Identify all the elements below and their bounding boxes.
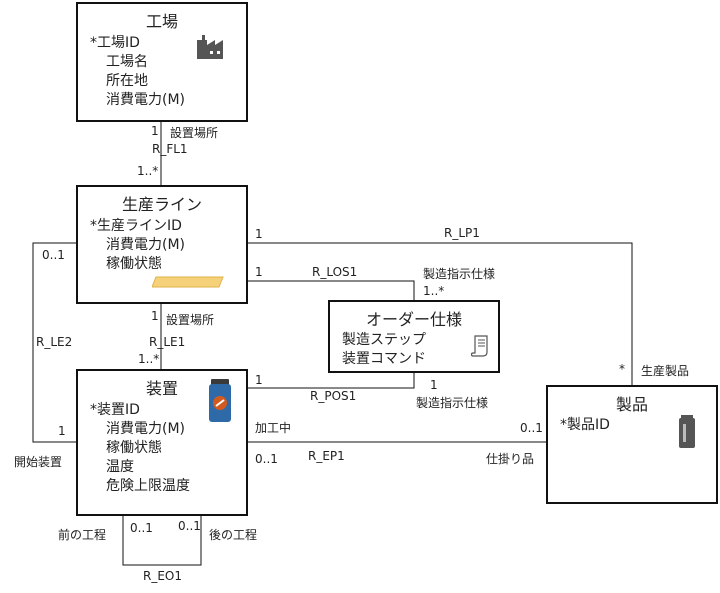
r-fl1-mult-top: 1 (151, 124, 159, 138)
equipment-class-title: 装置 (145, 379, 178, 398)
equipment-attr-power: 消費電力(M) (106, 421, 186, 437)
r-los1-name: R_LOS1 (312, 265, 358, 279)
equipment-attr-id: *装置ID (90, 402, 140, 418)
r-fl1-mult-bottom: 1..* (137, 164, 159, 178)
r-le1-name: R_LE1 (149, 335, 186, 349)
line-attr-power: 消費電力(M) (106, 237, 186, 253)
r-los1-role-order: 製造指示仕様 (423, 267, 496, 281)
product-class-title: 製品 (615, 395, 648, 414)
product-jar-icon (679, 415, 695, 448)
status-bar-icon (152, 276, 224, 288)
order-attr-step: 製造ステップ (342, 332, 426, 348)
factory-attr-name: 工場名 (106, 54, 148, 70)
r-eo1-mult-right: 0..1 (178, 519, 201, 533)
r-pos1-mult-equipment: 1 (255, 373, 263, 387)
connector-r-le2 (32, 242, 76, 443)
equipment-can-icon (209, 379, 231, 422)
r-le2-name: R_LE2 (36, 335, 73, 349)
r-lp1-mult-product: * (619, 362, 625, 376)
r-ep1-role-equipment: 加工中 (255, 421, 292, 435)
r-fl1-name: R_FL1 (152, 142, 188, 156)
line-attr-id: *生産ラインID (90, 218, 182, 234)
r-le2-mult-line: 0..1 (42, 248, 65, 262)
document-scroll-icon (470, 335, 488, 357)
r-pos1-mult-order: 1 (430, 378, 438, 392)
connector-r-lp1 (247, 242, 633, 385)
r-le1-mult-top: 1 (151, 309, 159, 323)
equipment-attr-temp: 温度 (106, 459, 134, 475)
r-lp1-name: R_LP1 (444, 226, 480, 240)
factory-class-title: 工場 (145, 12, 178, 31)
connector-r-los1 (247, 280, 415, 300)
product-attr-id: *製品ID (560, 417, 610, 433)
product-class-box[interactable]: 製品 *製品ID (546, 385, 718, 504)
line-class-box[interactable]: 生産ライン *生産ラインID 消費電力(M) 稼働状態 (76, 185, 248, 304)
order-attr-command: 装置コマンド (342, 351, 426, 367)
r-le1-role-top: 設置場所 (166, 313, 215, 327)
factory-attr-location: 所在地 (106, 73, 148, 89)
r-le2-role-equipment: 開始装置 (14, 455, 63, 469)
r-ep1-mult-equipment: 0..1 (255, 452, 278, 466)
equipment-class-box[interactable]: 装置 *装置ID 消費電力(M) 稼働状態 温度 危険上限温度 (76, 369, 248, 516)
equipment-attr-status: 稼働状態 (106, 440, 162, 456)
r-los1-mult-line: 1 (255, 265, 263, 279)
r-le2-mult-equipment: 1 (58, 424, 66, 438)
connector-r-eo1 (122, 515, 202, 566)
order-class-title: オーダー仕様 (365, 310, 462, 329)
r-lp1-role-product: 生産製品 (641, 364, 690, 378)
r-ep1-role-product: 仕掛り品 (486, 452, 535, 466)
r-eo1-role-left: 前の工程 (58, 528, 107, 542)
r-pos1-name: R_POS1 (310, 389, 357, 403)
r-fl1-role-top: 設置場所 (170, 126, 219, 140)
connector-r-pos1 (247, 373, 415, 389)
r-los1-mult-order: 1..* (423, 284, 445, 298)
r-eo1-name: R_EO1 (143, 569, 182, 583)
factory-attr-id: *工場ID (90, 35, 140, 51)
factory-class-box[interactable]: 工場 *工場ID 工場名 所在地 消費電力(M) (76, 2, 248, 122)
r-eo1-mult-left: 0..1 (130, 521, 153, 535)
r-ep1-name: R_EP1 (308, 449, 345, 463)
line-attr-status: 稼働状態 (106, 256, 162, 272)
order-class-box[interactable]: オーダー仕様 製造ステップ 装置コマンド (328, 300, 500, 373)
factory-attr-power: 消費電力(M) (106, 92, 186, 108)
factory-icon (197, 35, 223, 59)
line-class-title: 生産ライン (121, 195, 202, 214)
r-le1-mult-bottom: 1..* (138, 352, 160, 366)
equipment-attr-max-temp: 危険上限温度 (106, 478, 190, 494)
r-lp1-mult-line: 1 (255, 227, 263, 241)
r-ep1-mult-product: 0..1 (520, 421, 543, 435)
r-pos1-role-order: 製造指示仕様 (416, 396, 489, 410)
r-eo1-role-right: 後の工程 (209, 528, 258, 542)
